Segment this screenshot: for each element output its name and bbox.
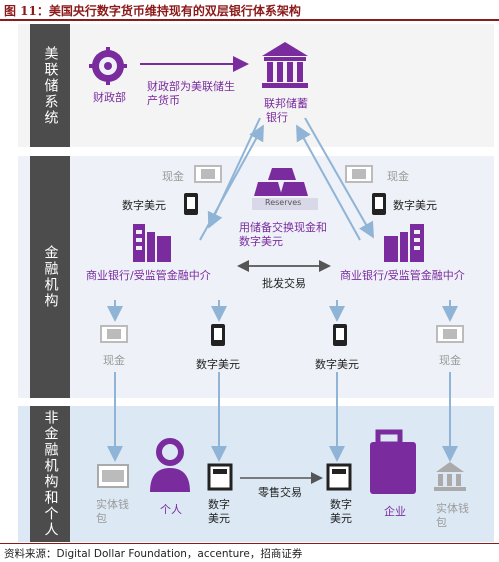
briefcase-icon [370, 429, 416, 494]
cash-icon [345, 165, 373, 183]
figure-title: 图 11：美国央行数字货币维持现有的双层银行体系架构 [4, 4, 301, 18]
phone-icon [211, 324, 225, 346]
cash-icon [100, 325, 128, 343]
band-label-federal: 美联储系统 [30, 24, 70, 147]
wallet-label-line2: 包 [96, 512, 107, 525]
phone-icon [372, 193, 386, 215]
financial-band-bg [18, 156, 494, 398]
digital-usd-label: 数字美元 [393, 199, 437, 212]
digital-wallet-icon [326, 463, 352, 491]
retail-label: 零售交易 [258, 486, 302, 499]
reserves-badge: Reserves [265, 198, 302, 207]
reserves-note-line2: 数字美元 [239, 235, 283, 248]
source-note: 资料来源：Digital Dollar Foundation，accenture… [4, 548, 303, 560]
digital-usd-label: 数字美元 [315, 358, 359, 371]
reserves-badge-bg [252, 198, 318, 210]
fed-to-right-bank-arrow [304, 117, 374, 239]
treasury-icon [89, 47, 127, 85]
wallet-label-line2: 包 [436, 516, 447, 529]
commercial-bank-icon [384, 224, 424, 262]
cash-label: 现金 [103, 354, 125, 367]
footer-rule [0, 543, 499, 544]
treasury-label: 财政部 [93, 91, 126, 104]
bank-vault-icon [434, 462, 466, 491]
treasury-note-line2: 产货币 [147, 94, 180, 107]
fed-label-line1: 联邦储蓄 [264, 97, 308, 110]
reserves-icon [254, 168, 308, 196]
cash-label: 现金 [439, 354, 461, 367]
commercial-bank-icon [133, 224, 171, 262]
left-bank-to-fed-arrow [199, 124, 264, 241]
right-bank-to-fed-arrow [296, 124, 361, 241]
digital-wallet-icon [207, 463, 233, 491]
treasury-note-line1: 财政部为美联储生 [147, 80, 235, 93]
commercial-bank-label-right: 商业银行/受监管金融中介 [340, 269, 465, 282]
person-icon [150, 438, 190, 492]
wholesale-label: 批发交易 [262, 277, 306, 290]
commercial-bank-label-left: 商业银行/受监管金融中介 [86, 269, 211, 282]
wallet-icon [97, 464, 129, 488]
digital-usd-label: 数字美元 [122, 199, 166, 212]
wallet-label-line1: 实体钱 [436, 502, 469, 515]
digital-label-line1: 数字 [330, 498, 352, 511]
band-label-nonfinancial: 非金融机构和个人 [30, 406, 70, 542]
band-label-financial: 金融机构 [30, 156, 70, 398]
cash-icon [194, 165, 222, 183]
phone-icon [333, 324, 347, 346]
digital-label-line2: 美元 [330, 512, 352, 525]
phone-icon [184, 193, 198, 215]
digital-label-line1: 数字 [208, 498, 230, 511]
cash-icon [436, 325, 464, 343]
digital-label-line2: 美元 [208, 512, 230, 525]
person-label: 个人 [160, 503, 182, 516]
title-rule [0, 19, 499, 21]
digital-usd-label: 数字美元 [196, 358, 240, 371]
fed-bank-icon [262, 42, 308, 88]
reserves-note-line1: 用储备交换现金和 [239, 221, 327, 234]
fed-label-line2: 银行 [266, 111, 288, 124]
wallet-label-line1: 实体钱 [96, 498, 129, 511]
enterprise-label: 企业 [384, 505, 406, 518]
cash-label: 现金 [162, 170, 184, 183]
cash-label: 现金 [387, 170, 409, 183]
